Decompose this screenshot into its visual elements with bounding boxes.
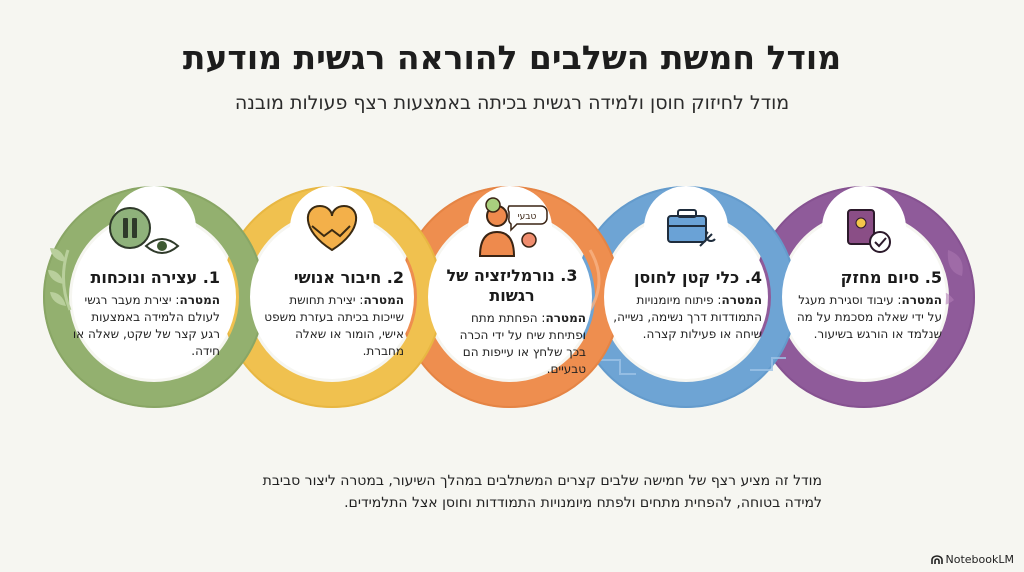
footer-summary: מודל זה מציע רצף של חמישה שלבים קצרים המ… — [262, 473, 822, 511]
stage-inner-4 — [604, 186, 768, 379]
toolbox-icon — [667, 209, 716, 247]
stage-4-title: 4. כלי קטן לחוסן — [633, 268, 762, 287]
stage-5-title: 5. סיום מחזק — [840, 268, 942, 287]
stage-1-title: 1. עצירה ונוכחות — [90, 268, 220, 287]
stage-1-description: המטרה: יצירת מעבר רגשי לעולם הלמידה באמצ… — [70, 292, 220, 360]
stage-4-goal-label: המטרה — [721, 293, 762, 307]
stage-1-text: 1. עצירה ונוכחות המטרה: יצירת מעבר רגשי … — [70, 268, 220, 360]
book-check-icon — [847, 209, 891, 253]
stage-2-goal-label: המטרה — [363, 293, 404, 307]
person-emotions-icon — [478, 197, 548, 257]
speech-bubble-text: טבעי — [518, 212, 537, 222]
brand-label: NotebookLM — [945, 553, 1014, 566]
stage-2-description-text: : יצירת תחושת שייכות בכיתה בעזרת משפט אי… — [264, 293, 404, 358]
stage-5-text: 5. סיום מחזק המטרה: עיבוד וסגירת מעגל על… — [792, 268, 942, 343]
page-title: מודל חמשת השלבים להוראה רגשית מודעת — [182, 38, 842, 77]
pause-eye-icon — [109, 207, 180, 254]
stage-1-goal-label: המטרה — [179, 293, 220, 307]
stage-3-description-text: : הפחתת מתח ופתיחת שיח על ידי הכרה בכך ש… — [459, 311, 586, 376]
stage-3-description: המטרה: הפחתת מתח ופתיחת שיח על ידי הכרה … — [438, 310, 586, 378]
notebooklm-brand: NotebookLM — [930, 553, 1014, 566]
stage-3-title: 3. נורמליזציה של רגשות — [446, 266, 578, 305]
stage-3-text: 3. נורמליזציה של רגשות המטרה: הפחתת מתח … — [438, 266, 586, 378]
stage-2-title: 2. חיבור אנושי — [293, 268, 404, 287]
page-subtitle: מודל לחיזוק חוסן ולמידה רגשית בכיתה באמצ… — [234, 92, 790, 114]
stage-5-description-text: : עיבוד וסגירת מעגל על ידי שאלה מסכמת על… — [796, 293, 942, 341]
stage-3-goal-label: המטרה — [545, 311, 586, 325]
stage-2-text: 2. חיבור אנושי המטרה: יצירת תחושת שייכות… — [256, 268, 404, 360]
stage-4-description-text: : פיתוח מיומנויות התמודדות דרך נשימה, נש… — [613, 293, 762, 341]
notebooklm-logo-icon — [930, 554, 943, 564]
stage-4-description: המטרה: פיתוח מיומנויות התמודדות דרך נשימ… — [612, 292, 762, 343]
handshake-heart-icon — [306, 204, 358, 252]
stage-5-description: המטרה: עיבוד וסגירת מעגל על ידי שאלה מסכ… — [792, 292, 942, 343]
stage-2-description: המטרה: יצירת תחושת שייכות בכיתה בעזרת מש… — [256, 292, 404, 360]
stage-1-description-text: : יצירת מעבר רגשי לעולם הלמידה באמצעות ר… — [72, 293, 220, 358]
stage-5-goal-label: המטרה — [901, 293, 942, 307]
stage-4-text: 4. כלי קטן לחוסן המטרה: פיתוח מיומנויות … — [612, 268, 762, 343]
